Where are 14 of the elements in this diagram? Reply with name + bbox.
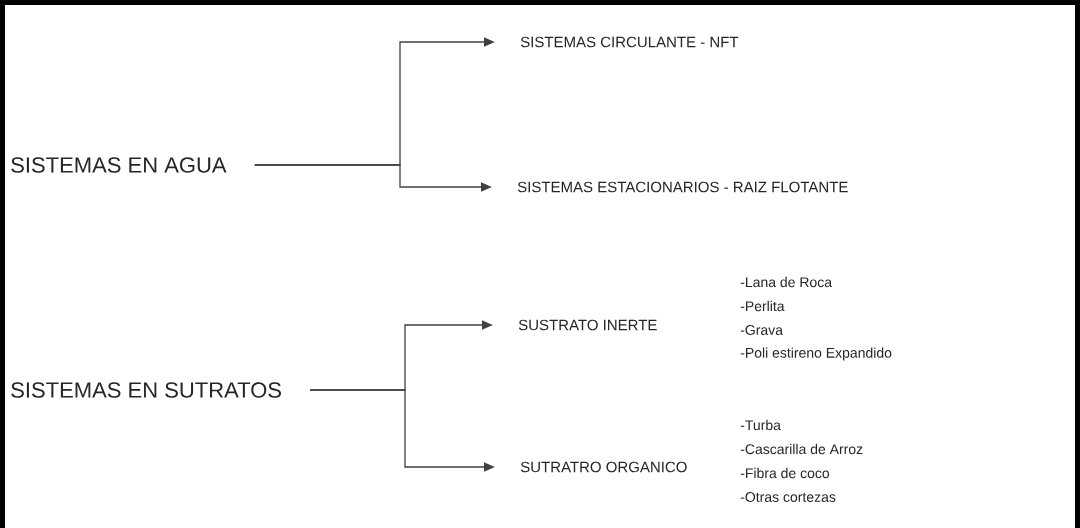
node-label: SUTRATRO ORGANICO (520, 461, 687, 473)
list-item: -Otras cortezas (740, 492, 836, 502)
list-item: -Lana de Roca (740, 276, 833, 288)
node-label: SISTEMAS EN SUTRATOS (11, 382, 281, 398)
list-item: -Perlita (740, 300, 785, 312)
list-item: -Fibra de coco (740, 467, 830, 479)
node-label: SISTEMAS EN AGUA (11, 157, 227, 173)
node-label: SUSTRATO INERTE (518, 319, 657, 331)
node-label: SISTEMAS ESTACIONARIOS - RAIZ FLOTANTE (517, 181, 848, 193)
list-item: -Grava (740, 325, 783, 335)
list-item: -Turba (740, 419, 781, 431)
node-label: SISTEMAS CIRCULANTE - NFT (520, 36, 739, 48)
list-item: -Cascarilla de Arroz (740, 443, 863, 455)
list-item: -Poli estireno Expandido (740, 347, 892, 361)
